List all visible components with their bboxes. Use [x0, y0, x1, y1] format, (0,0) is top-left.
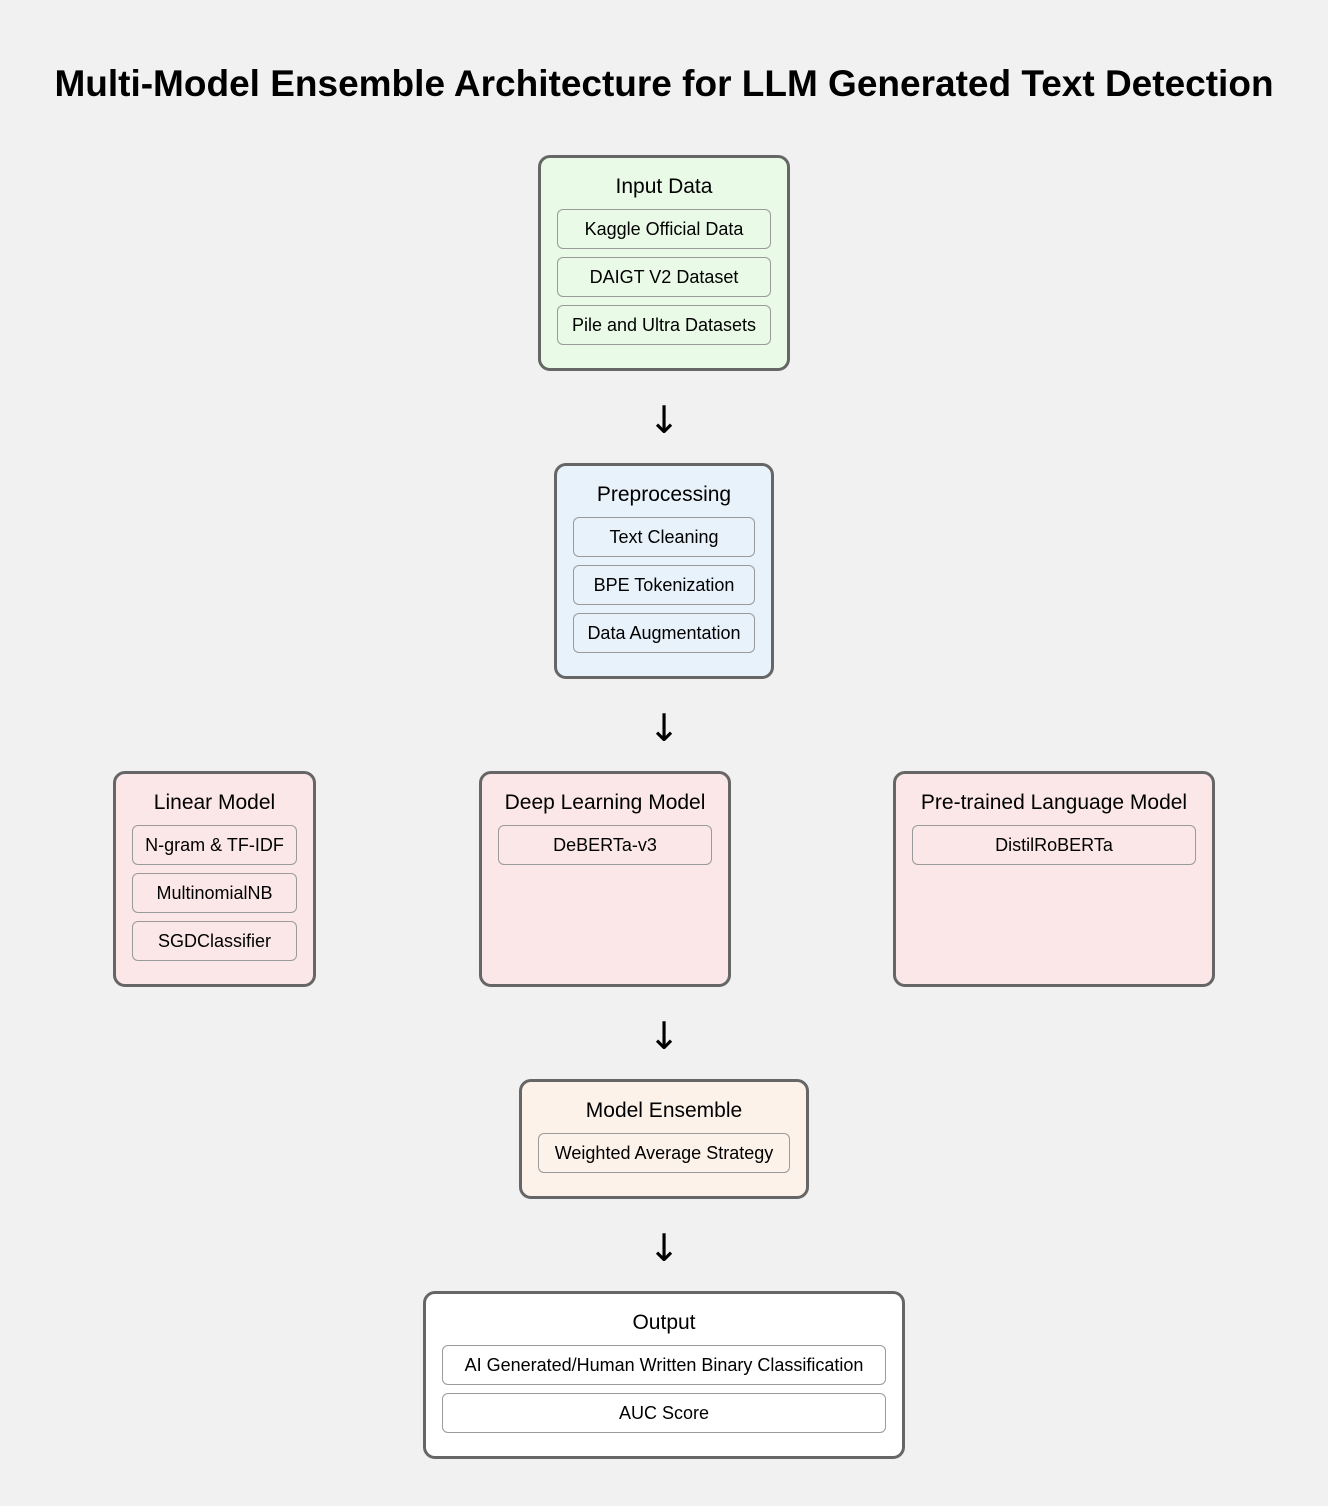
model-ensemble-title: Model Ensemble	[585, 1099, 743, 1122]
arrow-down-icon: ↓	[648, 398, 680, 442]
pretrained-language-model-box: Pre-trained Language Model DistilRoBERTa	[893, 771, 1215, 987]
linear-model-box: Linear Model N-gram & TF-IDF Multinomial…	[113, 771, 316, 987]
input-data-box: Input Data Kaggle Official Data DAIGT V2…	[538, 155, 790, 371]
pretrained-item-distilroberta: DistilRoBERTa	[912, 825, 1196, 865]
output-item-binary-classification: AI Generated/Human Written Binary Classi…	[442, 1345, 886, 1385]
linear-model-title: Linear Model	[153, 791, 276, 814]
deep-learning-model-title: Deep Learning Model	[504, 791, 706, 814]
output-title: Output	[632, 1311, 696, 1334]
arrow-down-icon: ↓	[648, 1014, 680, 1058]
preprocessing-item-bpe: BPE Tokenization	[573, 565, 755, 605]
linear-item-sgdclassifier: SGDClassifier	[132, 921, 297, 961]
arrow-down-icon: ↓	[648, 706, 680, 750]
linear-item-multinomialnb: MultinomialNB	[132, 873, 297, 913]
input-item-daigt: DAIGT V2 Dataset	[557, 257, 771, 297]
linear-item-ngram-tfidf: N-gram & TF-IDF	[132, 825, 297, 865]
input-item-pile-ultra: Pile and Ultra Datasets	[557, 305, 771, 345]
preprocessing-title: Preprocessing	[596, 483, 732, 506]
deep-item-deberta: DeBERTa-v3	[498, 825, 712, 865]
input-data-title: Input Data	[615, 175, 713, 198]
pretrained-language-model-title: Pre-trained Language Model	[920, 791, 1188, 814]
preprocessing-item-augmentation: Data Augmentation	[573, 613, 755, 653]
ensemble-item-weighted-average: Weighted Average Strategy	[538, 1133, 790, 1173]
deep-learning-model-box: Deep Learning Model DeBERTa-v3	[479, 771, 731, 987]
output-item-auc-score: AUC Score	[442, 1393, 886, 1433]
diagram-title: Multi-Model Ensemble Architecture for LL…	[54, 63, 1274, 104]
arrow-down-icon: ↓	[648, 1226, 680, 1270]
preprocessing-box: Preprocessing Text Cleaning BPE Tokeniza…	[554, 463, 774, 679]
preprocessing-item-text-cleaning: Text Cleaning	[573, 517, 755, 557]
model-ensemble-box: Model Ensemble Weighted Average Strategy	[519, 1079, 809, 1199]
input-item-kaggle: Kaggle Official Data	[557, 209, 771, 249]
output-box: Output AI Generated/Human Written Binary…	[423, 1291, 905, 1459]
